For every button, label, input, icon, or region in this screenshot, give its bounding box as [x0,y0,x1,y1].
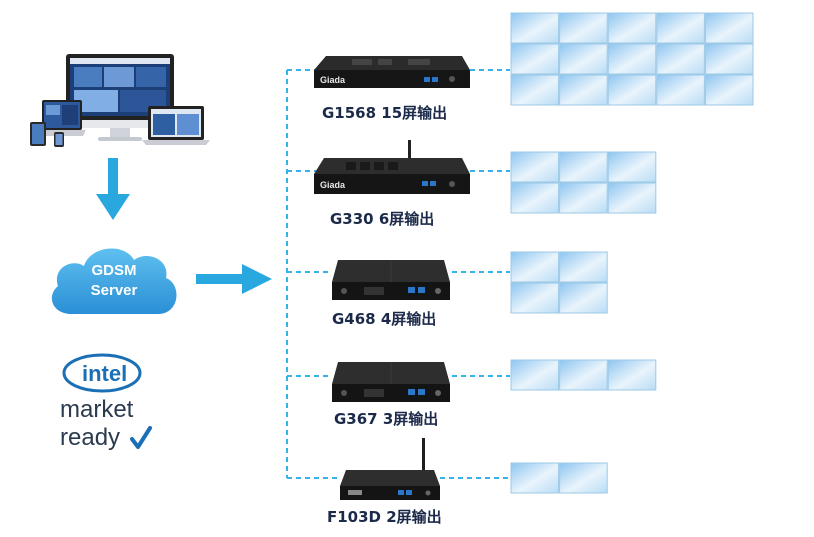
giada-logo-text: Giada [320,75,346,85]
device-f103d-image [338,438,442,504]
device-g468-image [330,258,452,304]
device-label-g1568: G1568 15屏输出 [322,104,448,122]
display-screen-panel [704,12,754,44]
device-g1568-image: Giada [312,50,472,94]
display-screen-panel [656,43,705,75]
intel-brand-text: intel [82,361,127,386]
display-screen-panel [510,43,560,75]
server-label-line2: Server [90,282,138,299]
display-screen-panel [510,282,560,314]
display-screen-panel [510,359,560,391]
display-screen-panel [510,12,560,44]
display-screen-panel [704,74,754,106]
device-g367-image [330,360,452,406]
intel-logo-icon: intel [62,353,142,393]
display-screen-panel [510,74,560,106]
display-screen-panel [559,251,608,283]
client-devices-illustration [28,52,218,148]
display-screen-panel [559,182,608,214]
gdsm-server-cloud [44,238,184,318]
market-text: market [60,396,134,423]
checkmark-icon [130,426,152,450]
intel-market-ready-badge: intel market ready [58,352,168,462]
display-screen-panel [559,74,608,106]
down-arrow-icon [96,158,130,222]
cloud-icon [51,248,177,314]
giada-logo-text: Giada [320,180,346,190]
display-screen-panel [607,43,657,75]
display-screen-panel [559,359,608,391]
display-screen-panel [607,12,657,44]
device-label-g367: G367 3屏输出 [334,410,439,428]
display-screen-panel [559,462,608,494]
display-screen-panel [607,74,657,106]
display-screen-panel [656,12,705,44]
server-label-line1: GDSM [91,262,137,279]
device-label-g468: G468 4屏输出 [332,310,437,328]
display-screen-panel [559,151,608,183]
display-screen-panel [510,251,560,283]
device-g330-image: Giada [312,140,472,202]
device-label-f103d: F103D 2屏输出 [327,508,442,526]
device-label-g330: G330 6屏输出 [330,210,435,228]
display-screen-panel [607,151,657,183]
display-screen-panel [656,74,705,106]
right-arrow-icon [196,262,274,296]
display-screen-panel [510,182,560,214]
display-screen-panel [559,282,608,314]
display-screen-panel [510,462,560,494]
display-screen-panel [704,43,754,75]
display-screen-panel [607,182,657,214]
display-screen-panel [607,359,657,391]
display-screen-panel [559,43,608,75]
display-screen-panel [559,12,608,44]
ready-text: ready [60,424,121,451]
display-screen-panel [510,151,560,183]
